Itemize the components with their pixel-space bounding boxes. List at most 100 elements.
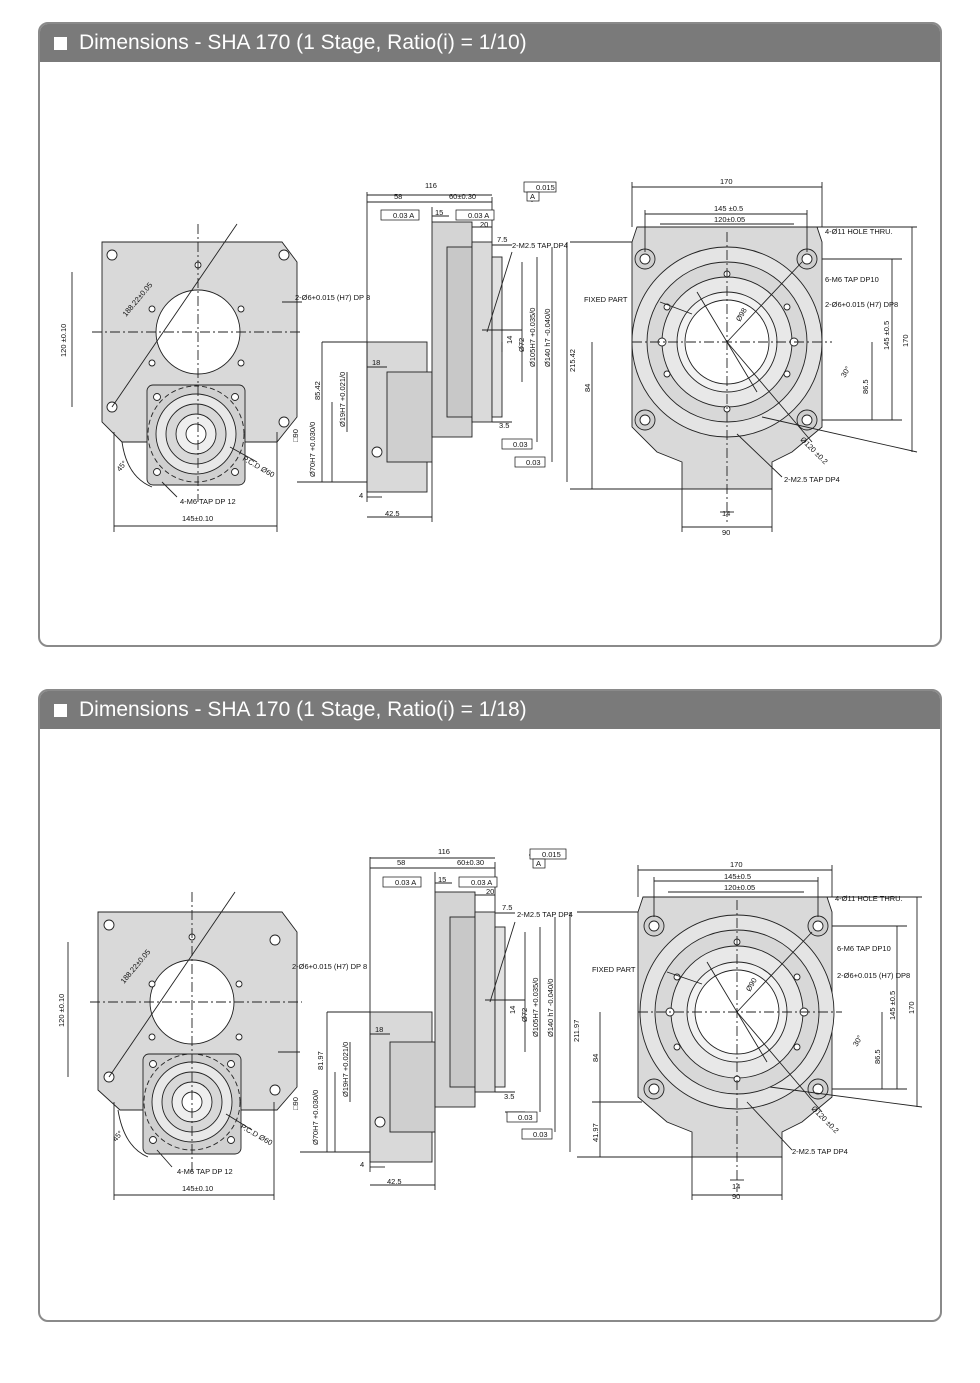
datum-a-label: A: [530, 192, 535, 201]
pin-holes-front-label: 2-Ø6+0.015 (H7) DP 8: [292, 962, 367, 971]
pins-rear-label: 2-Ø6+0.015 (H7) DP8: [837, 971, 910, 980]
length-4-label: 4: [359, 491, 363, 500]
dim-14-label: 14: [505, 336, 514, 344]
front-view: [71, 223, 302, 532]
panel-header: Dimensions - SHA 170 (1 Stage, Ratio(i) …: [40, 24, 940, 62]
front-view: [67, 891, 302, 1200]
length-42-5-label: 42.5: [387, 1177, 402, 1186]
tolerance-flatness-2: 0.03: [533, 1130, 548, 1139]
rear-width-120-label: 120±0.05: [724, 883, 755, 892]
angle-30-label: 30°: [851, 1034, 864, 1048]
rear-view: [570, 182, 918, 532]
rear-height-145-label: 145 ±0.5: [888, 991, 897, 1020]
datum-a-label: A: [536, 859, 541, 868]
rear-90-label: 90: [722, 528, 730, 537]
pcd-120-label: Ø120 ±0.2: [810, 1104, 841, 1135]
tolerance-flatness-top: 0.015: [536, 183, 555, 192]
length-116-label: 116: [425, 181, 437, 190]
dimension-panel-1: Dimensions - SHA 170 (1 Stage, Ratio(i) …: [38, 22, 942, 647]
rear-height-84-label: 84: [591, 1054, 600, 1062]
rear-14-label: 14: [722, 509, 730, 518]
length-18-label: 18: [372, 358, 380, 367]
tap-m2-5-label: 2-M2.5 TAP DP4: [517, 910, 573, 919]
pcd-60-label: P.C.D Ø60: [241, 454, 276, 479]
tolerance-parallel-2: 0.03 A: [471, 878, 492, 887]
length-15-label: 15: [435, 208, 443, 217]
height-120-label: 120 ±0.10: [57, 994, 66, 1027]
tolerance-flatness-1: 0.03: [513, 440, 528, 449]
height-85-42-label: 85.42: [313, 381, 322, 400]
dia-19h7-label: Ø19H7 +0.021/0: [341, 1042, 350, 1097]
length-3-5-label: 3.5: [499, 421, 509, 430]
dia-140h7-label: Ø140 h7 -0.040/0: [546, 979, 555, 1037]
tap-m2-5-label: 2-M2.5 TAP DP4: [512, 241, 568, 250]
panel-title: Dimensions - SHA 170 (1 Stage, Ratio(i) …: [79, 698, 527, 721]
rear-view: [577, 865, 923, 1200]
pins-rear-label: 2-Ø6+0.015 (H7) DP8: [825, 300, 898, 309]
length-7-5-label: 7.5: [502, 903, 512, 912]
length-4-label: 4: [360, 1160, 364, 1169]
tolerance-parallel-1: 0.03 A: [395, 878, 416, 887]
rear-height-86-5-label: 86.5: [861, 379, 870, 394]
tap-m6-dp10-label: 6-M6 TAP DP10: [825, 275, 879, 284]
rear-width-170-label: 170: [730, 860, 743, 869]
tap-m6-label: 4-M6 TAP DP 12: [180, 497, 236, 506]
rear-width-145-label: 145 ±0.5: [714, 204, 743, 213]
technical-drawing: 188.22±0.05 120 ±0.10 2-Ø6+0.015 (H7) DP…: [57, 847, 923, 1201]
height-81-97-label: 81.97: [316, 1051, 325, 1070]
width-145-label: 145±0.10: [182, 1184, 213, 1193]
rear-width-170-label: 170: [720, 177, 733, 186]
rear-90-label: 90: [732, 1192, 740, 1201]
pin-holes-front-label: 2-Ø6+0.015 (H7) DP 8: [295, 293, 370, 302]
length-20-label: 20: [486, 887, 494, 896]
side-view: [297, 187, 568, 522]
fixed-part-label: FIXED PART: [584, 295, 628, 304]
pcd-120-label: Ø120 ±0.2: [799, 435, 830, 466]
length-15-label: 15: [438, 875, 446, 884]
dia-19h7-label: Ø19H7 +0.021/0: [338, 372, 347, 427]
tap-m2-5-rear-label: 2-M2.5 TAP DP4: [784, 475, 840, 484]
height-120-label: 120 ±0.10: [59, 324, 68, 357]
tap-m6-dp10-label: 6-M6 TAP DP10: [837, 944, 891, 953]
technical-drawing: 188.22±0.05 120 ±0.10 2-Ø6+0.015 (H7) DP…: [59, 177, 918, 537]
tap-m6-label: 4-M6 TAP DP 12: [177, 1167, 233, 1176]
hole-thru-label: 4-Ø11 HOLE THRU.: [825, 227, 893, 236]
length-18-label: 18: [375, 1025, 383, 1034]
dia-72-label: Ø72: [520, 1008, 529, 1022]
tolerance-flatness-top: 0.015: [542, 850, 561, 859]
tolerance-flatness-1: 0.03: [518, 1113, 533, 1122]
length-60-label: 60±0.30: [457, 858, 484, 867]
dia-70h7-label: Ø70H7 +0.030/0: [308, 422, 317, 477]
height-215-42-label: 215.42: [568, 349, 577, 372]
length-116-label: 116: [438, 847, 450, 856]
rear-height-41-97-label: 41.97: [591, 1123, 600, 1142]
panel-header: Dimensions - SHA 170 (1 Stage, Ratio(i) …: [40, 691, 940, 729]
dim-14-label: 14: [508, 1006, 517, 1014]
angle-30-label: 30°: [839, 365, 852, 379]
dia-72-label: Ø72: [517, 338, 526, 352]
rear-height-84-label: 84: [583, 384, 592, 392]
bullet-square-icon: [54, 36, 67, 50]
length-60-label: 60±0.30: [449, 192, 476, 201]
rear-14-label: 14: [732, 1182, 740, 1191]
length-58-label: 58: [397, 858, 405, 867]
angle-45-label: 45°: [111, 1129, 125, 1143]
length-7-5-label: 7.5: [497, 235, 507, 244]
hole-thru-label: 4-Ø11 HOLE THRU.: [835, 894, 903, 903]
length-42-5-label: 42.5: [385, 509, 400, 518]
rear-width-145-label: 145±0.5: [724, 872, 751, 881]
dimension-panel-2: Dimensions - SHA 170 (1 Stage, Ratio(i) …: [38, 689, 942, 1322]
rear-height-170-label: 170: [901, 334, 910, 347]
tap-m2-5-rear-label: 2-M2.5 TAP DP4: [792, 1147, 848, 1156]
length-3-5-label: 3.5: [504, 1092, 514, 1101]
length-20-label: 20: [480, 220, 488, 229]
panel-title: Dimensions - SHA 170 (1 Stage, Ratio(i) …: [79, 31, 527, 54]
bullet-square-icon: [54, 703, 67, 717]
side-view: [300, 854, 571, 1190]
rear-height-86-5-label: 86.5: [873, 1049, 882, 1064]
tolerance-parallel-2: 0.03 A: [468, 211, 489, 220]
dia-105h7-label: Ø105H7 +0.035/0: [531, 978, 540, 1037]
height-211-97-label: 211.97: [572, 1020, 581, 1042]
tolerance-flatness-2: 0.03: [526, 458, 541, 467]
tolerance-parallel-1: 0.03 A: [393, 211, 414, 220]
